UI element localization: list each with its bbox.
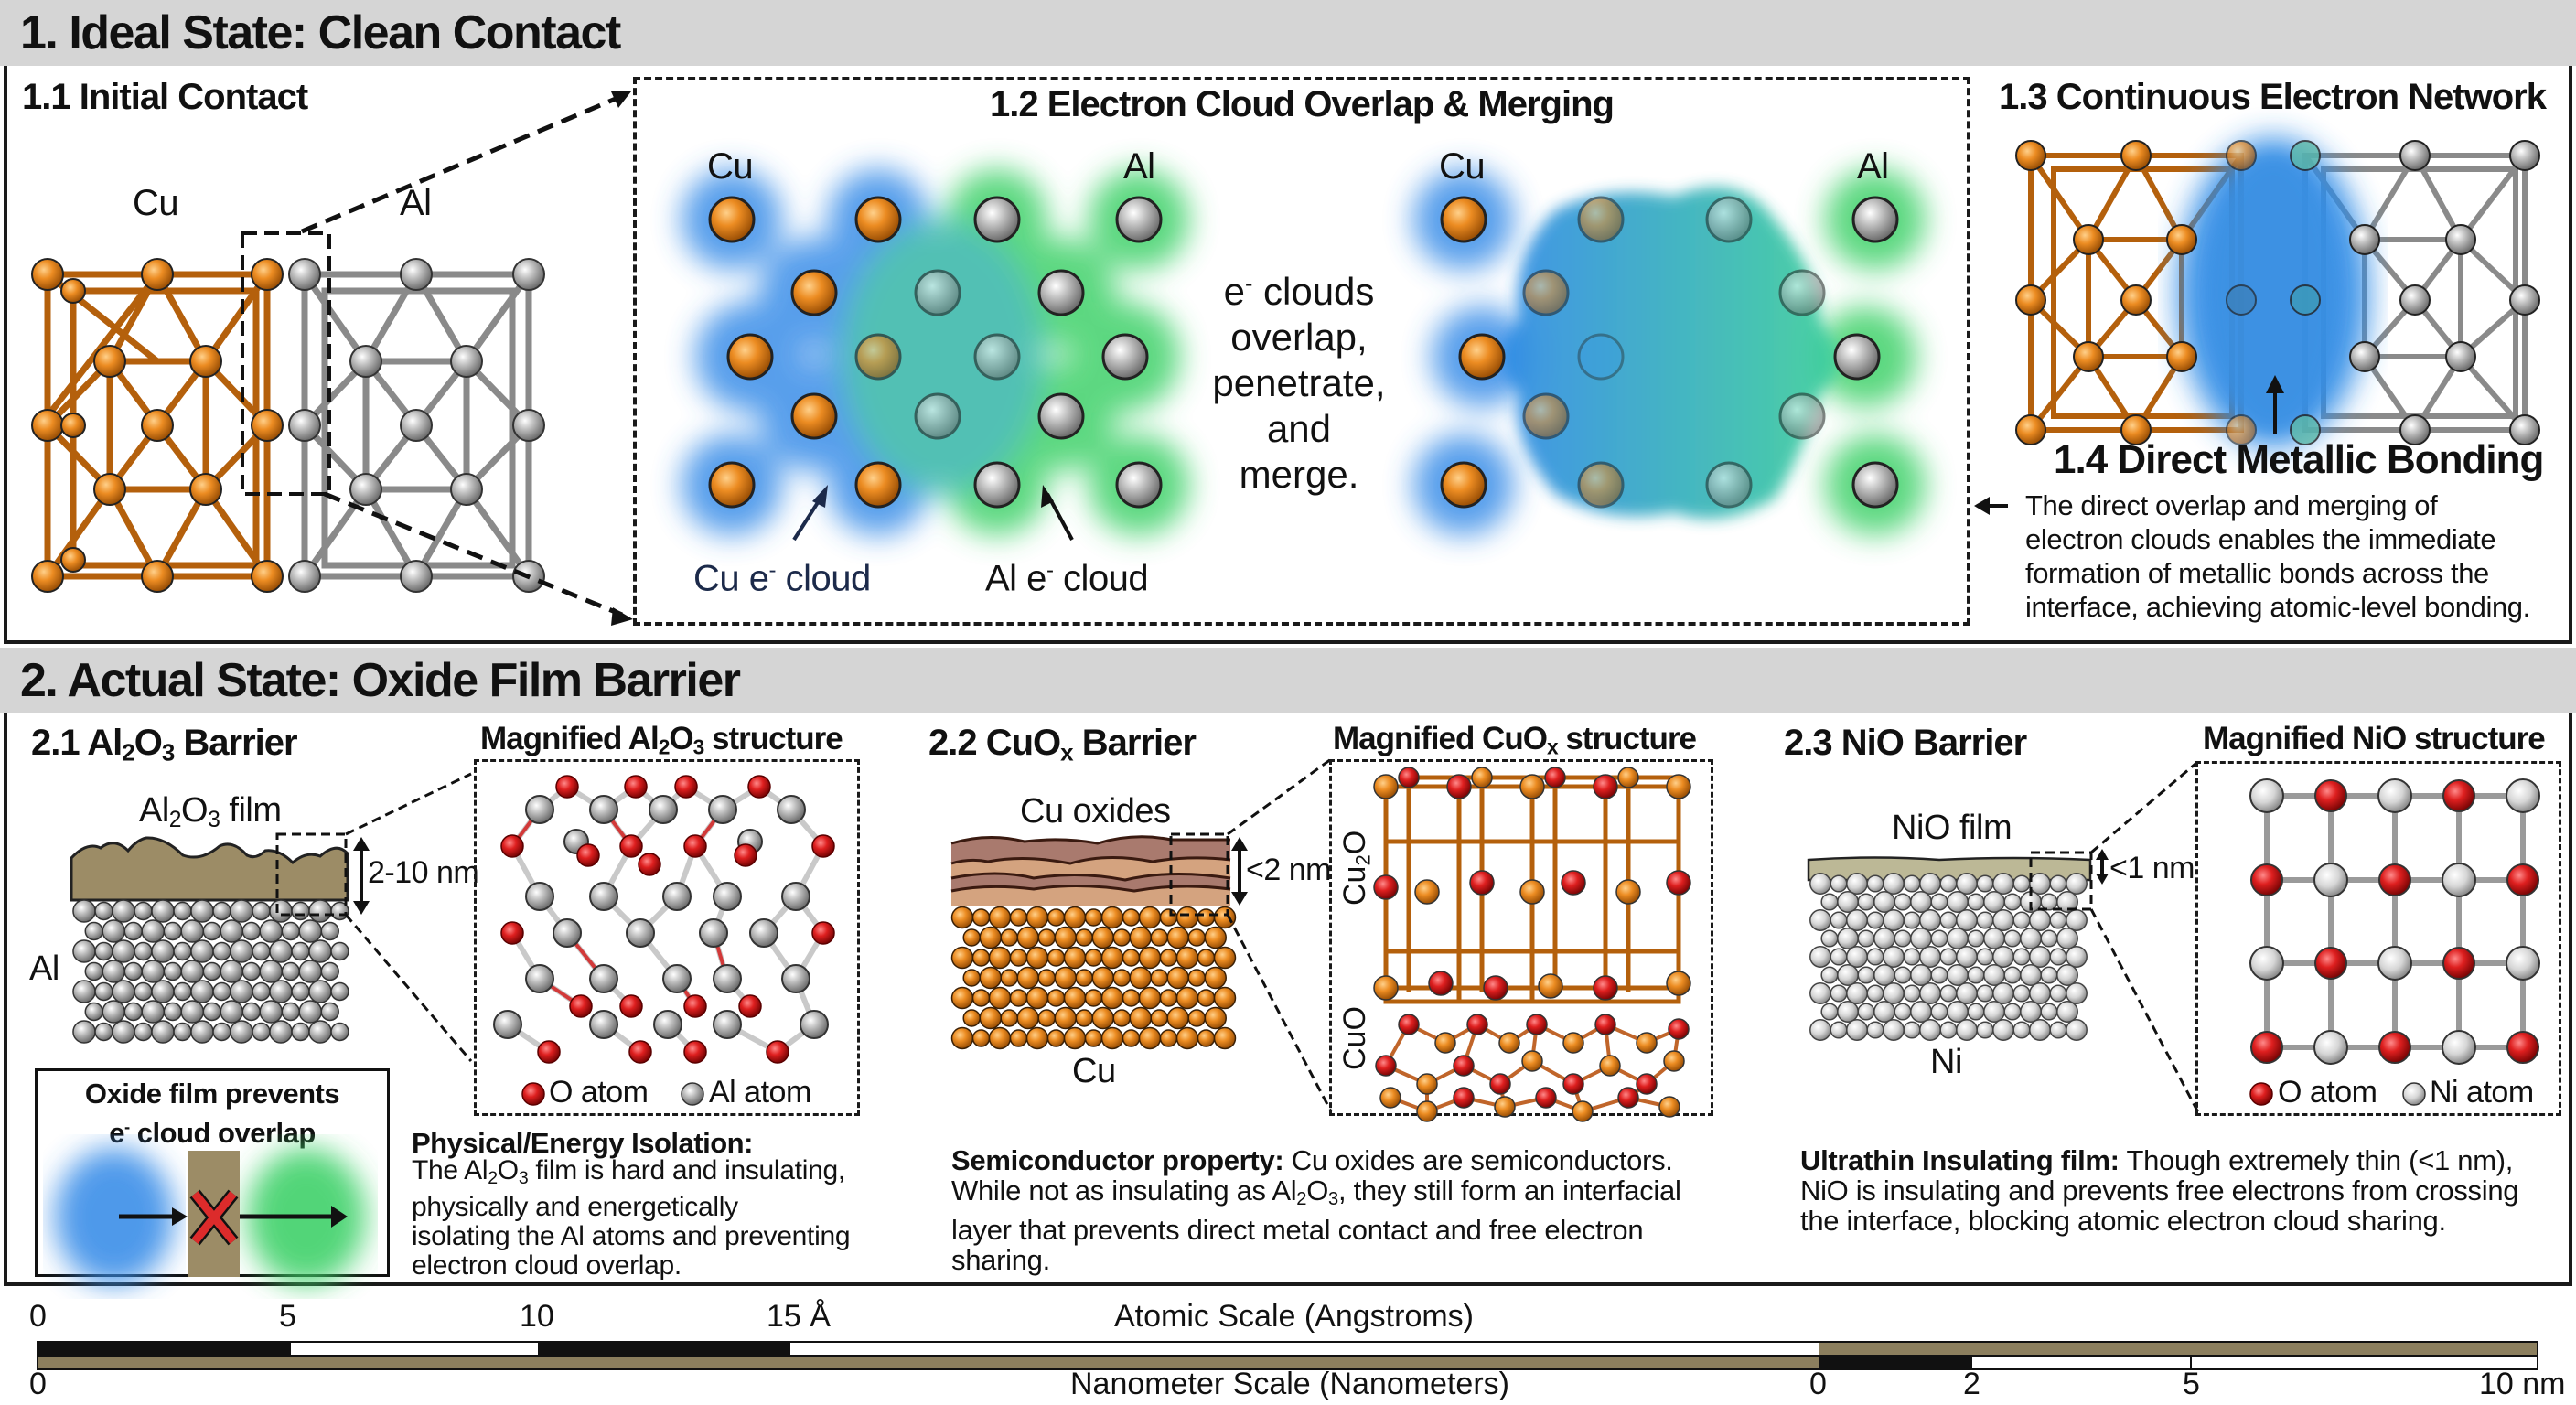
direct-bonding-description: The direct overlap and merging of electr… [2025,489,2530,623]
magnified-nio-title: Magnified NiO structure [2203,721,2546,756]
cuox-film-diagram [950,757,1333,1112]
electron-cloud-left-diagram [682,169,1926,542]
al2o3-film-label: Al2O3 film [139,791,282,833]
al2o3-film-diagram [70,772,473,1062]
magnified-cuox-box [1329,759,1713,1116]
atomic-tick-15: 15 Å [767,1299,831,1334]
nio-barrier-title: 2.3 NiO Barrier [1784,723,2027,763]
nano-scale-label: Nanometer Scale (Nanometers) [1070,1367,1509,1401]
nio-thickness-label: <1 nm [2109,851,2195,885]
cuox-lattice [1373,767,1691,1122]
al2o3-legend-o: O atom [549,1075,649,1110]
o-atom-legend-icon [2249,1082,2273,1106]
section-2-title: 2. Actual State: Oxide Film Barrier [20,654,741,707]
nio-lattice [2249,778,2540,1106]
magnified-nio-box [2195,761,2561,1116]
magnified-al2o3-title: Magnified Al2O3 structure [480,721,843,759]
cuox-description: Semiconductor property: Cu oxides are se… [951,1144,1681,1277]
nano-tick-10: 10 nm [2479,1367,2566,1401]
al-cloud-label: Al e- cloud [985,558,1149,599]
al2o3-desc-heading: Physical/Energy Isolation: [412,1127,753,1159]
atomic-tick-0: 0 [29,1299,47,1334]
electron-cloud-overlap-title: 1.2 Electron Cloud Overlap & Merging [990,84,1615,124]
nio-film-diagram [1807,762,2202,1117]
al2o3-lattice [493,775,835,1106]
cu-metal-label: Cu [1072,1052,1116,1090]
left-cu-label: Cu [707,146,754,187]
blocked-cloud-diagram [55,1148,366,1285]
nio-legend-o: O atom [2278,1075,2377,1110]
section-2-header: 2. Actual State: Oxide Film Barrier [0,648,2576,713]
cu-crystal-label: Cu [133,183,179,223]
electron-cloud-overlap-panel [633,77,1970,626]
cuox-barrier-title: 2.2 CuOx Barrier [928,723,1197,767]
inset-title: Oxide film prevents e- cloud overlap [84,1078,340,1150]
blocked-x-icon [189,1189,239,1246]
nano-tick-5: 5 [2183,1367,2200,1401]
section-1-title: 1. Ideal State: Clean Contact [20,6,621,59]
left-al-label: Al [1123,146,1155,187]
initial-contact-crystals [31,91,633,626]
al-atom-legend-icon [681,1082,704,1106]
right-al-label: Al [1857,146,1889,187]
continuous-network-crystal [1974,137,2540,515]
magnified-cuox-title: Magnified CuOx structure [1333,721,1697,759]
nano-tick-0-left: 0 [29,1367,47,1401]
atomic-tick-10: 10 [520,1299,554,1334]
section-1-header: 1. Ideal State: Clean Contact [0,0,2576,66]
ni-atom-legend-icon [2402,1082,2426,1106]
atomic-scale-label: Atomic Scale (Angstroms) [1114,1299,1474,1334]
ni-metal-label: Ni [1930,1043,1962,1081]
cuox-thickness-label: <2 nm [1246,853,1331,887]
nio-description: Ultrathin Insulating film: Though extrem… [1800,1144,2519,1237]
al2o3-barrier-title: 2.1 Al2O3 Barrier [31,723,298,767]
cu-cloud-label: Cu e- cloud [693,558,871,599]
atomic-tick-5: 5 [279,1299,296,1334]
overlap-description: e- clouds overlap, penetrate, and merge. [1212,270,1386,497]
direct-bonding-title: 1.4 Direct Metallic Bonding [2054,437,2544,482]
al2o3-thickness-label: 2-10 nm [368,855,479,890]
nio-legend-ni: Ni atom [2430,1075,2534,1110]
nano-tick-0: 0 [1809,1367,1827,1401]
al-metal-label: Al [29,949,59,988]
right-cu-label: Cu [1439,146,1486,187]
al2o3-legend-al: Al atom [709,1075,811,1110]
initial-contact-title: 1.1 Initial Contact [22,77,308,117]
section-2-panel [4,713,2572,1286]
o-atom-legend-icon [521,1082,545,1106]
nio-film-label: NiO film [1892,809,2012,847]
cu-oxides-label: Cu oxides [1020,792,1171,831]
continuous-network-title: 1.3 Continuous Electron Network [1999,77,2547,117]
magnified-al2o3-box [474,759,860,1116]
nano-tick-2: 2 [1963,1367,1980,1401]
al2o3-description: The Al2O3 film is hard and insulating, p… [412,1155,851,1281]
